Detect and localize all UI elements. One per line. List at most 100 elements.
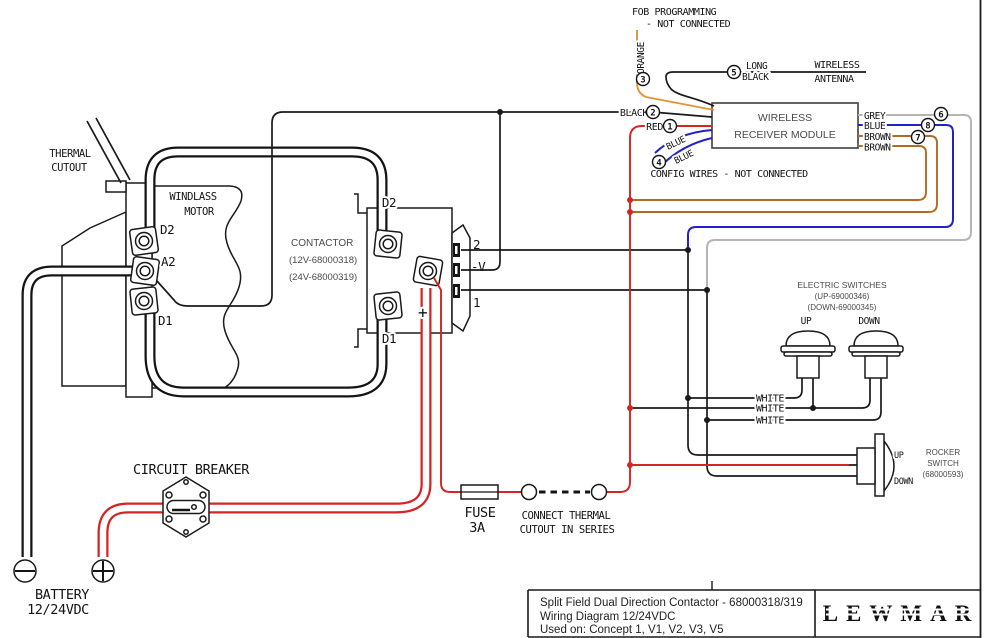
contactor-terminal-d1 xyxy=(373,291,403,321)
wire-up-signal xyxy=(687,250,849,456)
circuit-breaker-label: CIRCUIT BREAKER xyxy=(133,462,250,478)
wire-red-riser xyxy=(607,125,712,493)
thermal-cutout-label-1: THERMAL xyxy=(49,148,91,160)
wireless-antenna-label-2: ANTENNA xyxy=(814,74,854,85)
svg-text:8: 8 xyxy=(925,122,930,132)
svg-text:1: 1 xyxy=(667,123,672,133)
battery-cables xyxy=(21,146,432,557)
wire-black-a2-to-module xyxy=(156,111,713,307)
svg-text:6: 6 xyxy=(938,111,943,121)
wire-config-blue-1 xyxy=(654,129,713,154)
svg-text:3: 3 xyxy=(640,76,645,86)
motor-terminal-d2 xyxy=(128,225,160,257)
wire-white-top xyxy=(688,378,803,399)
white-wire-label-1: WHITE xyxy=(756,394,784,405)
callout-2: 2 xyxy=(645,104,661,120)
fob-not-connected-label: - NOT CONNECTED xyxy=(646,19,731,30)
electric-switches-down-part: (DOWN-69000345) xyxy=(808,303,877,312)
switch-down-label: DOWN xyxy=(858,316,880,327)
thermal-cutout-wires xyxy=(86,117,131,184)
config-wires-label: CONFIG WIRES - NOT CONNECTED xyxy=(650,169,808,180)
contactor-plus-label: + xyxy=(418,303,427,322)
series-note-2: CUTOUT IN SERIES xyxy=(520,524,615,536)
title-block-line-1: Split Field Dual Direction Contactor - 6… xyxy=(540,597,803,609)
contactor-d1-label: D1 xyxy=(382,331,396,346)
switch-up-label: UP xyxy=(801,316,812,327)
windlass-motor-label-1: WINDLASS xyxy=(169,191,216,203)
wire-blue-loop xyxy=(687,124,954,250)
fuse-label-1: FUSE xyxy=(465,505,496,521)
wire-white-mid xyxy=(630,378,871,409)
contactor-connector xyxy=(451,223,471,333)
fuse-label-2: 3A xyxy=(469,520,485,536)
red-wire-label: RED xyxy=(646,122,663,133)
contactor-label: CONTACTOR xyxy=(291,238,353,249)
wires xyxy=(156,30,972,494)
white-wire-label-3: WHITE xyxy=(756,416,784,427)
title-block-line-2: Wiring Diagram 12/24VDC xyxy=(540,611,676,623)
rocker-switch-part: (68000593) xyxy=(923,470,964,479)
orange-wire-label: ORANGE xyxy=(636,41,647,74)
brown-wire-label-2: BROWN xyxy=(864,143,891,154)
electric-switches-up-part: (UP-69000346) xyxy=(815,292,870,301)
windlass-motor-label-2: MOTOR xyxy=(184,206,215,218)
callout-6: 6 xyxy=(933,106,949,122)
config-blue-label-2: BLUE xyxy=(673,149,695,167)
circuit-breaker xyxy=(162,476,210,538)
fob-programming-label: FOB PROGRAMMING xyxy=(632,7,717,18)
grey-wire-label: GREY xyxy=(864,111,886,122)
callout-1: 1 xyxy=(662,118,678,134)
wire-brown-loop-1 xyxy=(630,135,938,213)
wire-red-fused-supply xyxy=(433,277,521,493)
motor-terminal-a2 xyxy=(129,255,161,287)
callout-5: 5 xyxy=(726,64,742,80)
windlass-motor xyxy=(61,117,243,398)
battery-label-1: BATTERY xyxy=(35,587,89,603)
contactor-24v-label: (24V-68000319) xyxy=(289,272,357,283)
callout-3: 3 xyxy=(635,71,651,87)
white-wire-label-2: WHITE xyxy=(756,404,784,415)
wire-brown-loop-2 xyxy=(630,145,927,201)
battery xyxy=(13,559,115,583)
rocker-switch-label-1: ROCKER xyxy=(926,448,960,457)
title-block: Split Field Dual Direction Contactor - 6… xyxy=(527,0,982,638)
svg-text:7: 7 xyxy=(915,134,920,144)
black-wire-label: BLACK xyxy=(620,108,648,119)
module-title-2: RECEIVER MODULE xyxy=(734,129,836,141)
wire-grey-loop xyxy=(706,114,972,290)
motor-d1-label: D1 xyxy=(158,313,172,328)
electric-switch-up xyxy=(780,330,836,379)
wire-orange-fob xyxy=(636,30,715,111)
wireless-receiver-module xyxy=(711,102,859,149)
connector-pin1-label: 1 xyxy=(473,295,480,310)
contactor-d2-label: D2 xyxy=(382,195,396,210)
rocker-down-label: DOWN xyxy=(894,477,913,487)
long-black-label-2: BLACK xyxy=(742,72,769,83)
connector-pinv-label: -V xyxy=(471,259,486,274)
rocker-up-label: UP xyxy=(894,451,904,461)
rocker-switch-label-2: SWITCH xyxy=(927,459,959,468)
config-blue-label-1: BLUE xyxy=(665,135,687,153)
thermal-cutout-label-2: CUTOUT xyxy=(51,162,88,174)
lewmar-logo-stripes xyxy=(826,608,972,616)
series-note-1: CONNECT THERMAL xyxy=(522,510,611,522)
motor-a2-label: A2 xyxy=(161,254,175,269)
connector-pin2-label: 2 xyxy=(473,237,480,252)
series-connectors xyxy=(520,483,608,501)
title-block-line-3: Used on: Concept 1, V1, V2, V3, V5 xyxy=(540,624,723,636)
contactor-terminal-plus xyxy=(412,255,444,287)
module-title-1: WIRELESS xyxy=(758,112,812,124)
electric-switches-title: ELECTRIC SWITCHES xyxy=(797,280,887,290)
wire-antenna-lead xyxy=(665,71,866,107)
contactor-12v-label: (12V-68000318) xyxy=(289,255,357,266)
svg-text:4: 4 xyxy=(656,159,662,169)
fuse xyxy=(460,484,499,500)
electric-switch-down xyxy=(848,330,904,379)
contactor-terminal-d2 xyxy=(373,229,403,259)
callout-4: 4 xyxy=(651,154,667,170)
motor-d2-label: D2 xyxy=(160,222,174,237)
callout-8: 8 xyxy=(920,117,936,133)
long-black-label-1: LONG xyxy=(746,61,768,72)
